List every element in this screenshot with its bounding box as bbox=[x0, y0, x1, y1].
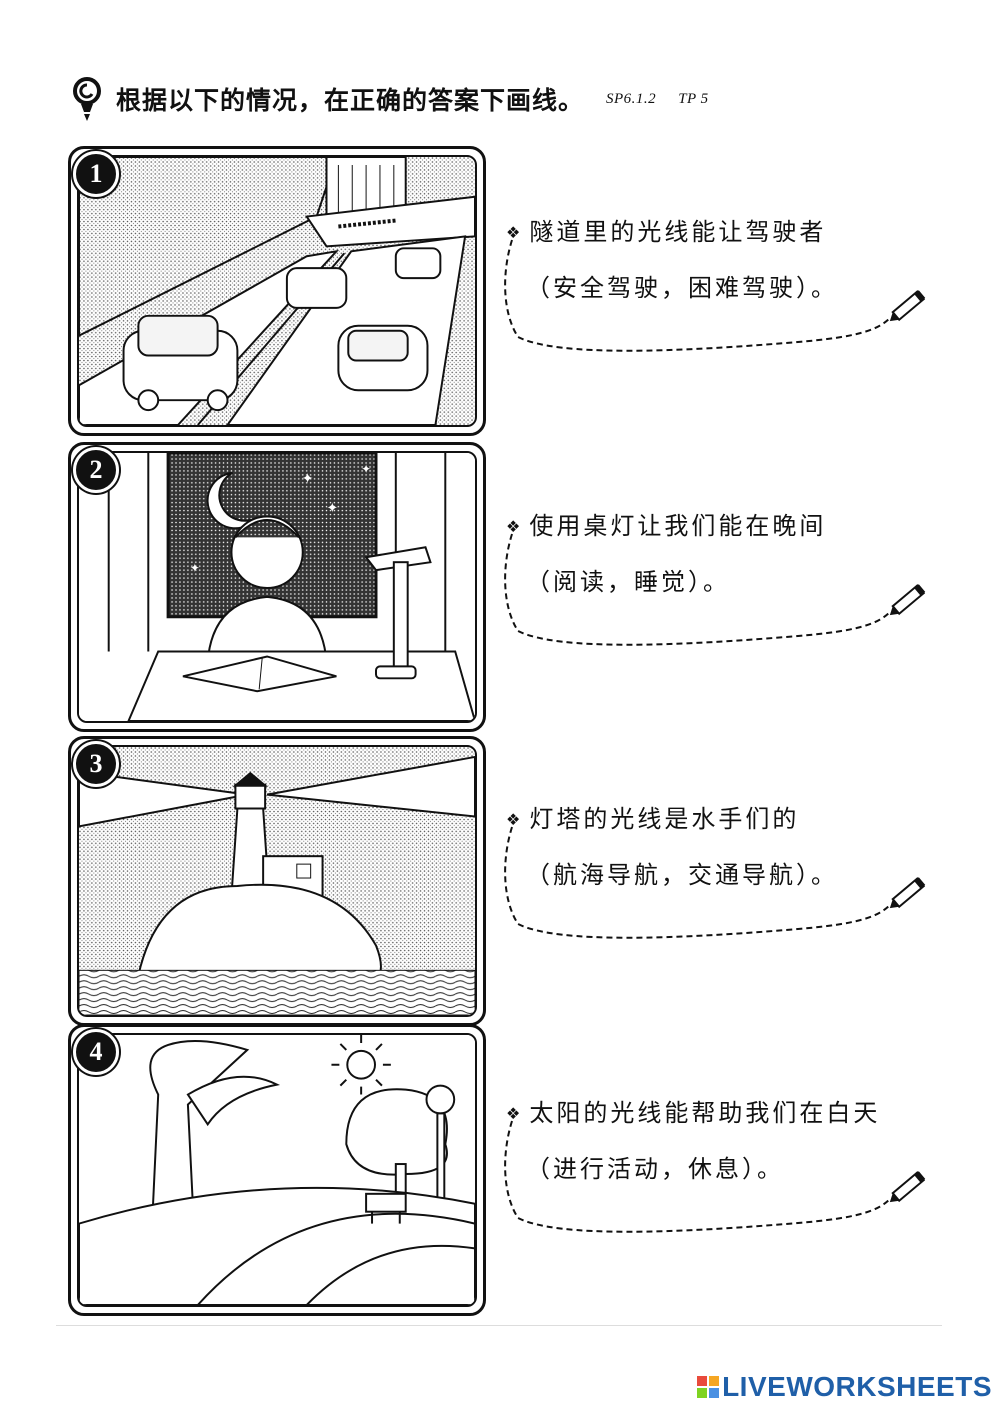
question-number: 1 bbox=[73, 151, 119, 197]
picture-panel-lighthouse: 3 bbox=[68, 736, 486, 1026]
standard-codes: SP6.1.2 TP 5 bbox=[606, 91, 731, 108]
footer-divider bbox=[56, 1325, 942, 1326]
pencil-icon bbox=[889, 290, 926, 322]
option-b[interactable]: 睡觉 bbox=[634, 568, 688, 596]
dashed-trail bbox=[504, 826, 891, 939]
liveworksheets-logo-icon bbox=[697, 1376, 720, 1398]
lighthouse-illustration bbox=[79, 747, 475, 1015]
lightbulb-icon bbox=[73, 77, 101, 121]
dashed-trail bbox=[504, 239, 891, 352]
option-a[interactable]: 安全驾驶 bbox=[553, 274, 661, 302]
tp-code: TP 5 bbox=[678, 90, 709, 107]
picture-panel-desk-lamp: 2 ✦ ✦ ✦ ✦ bbox=[68, 442, 486, 732]
separator: ， bbox=[661, 274, 688, 302]
question-number: 3 bbox=[73, 741, 119, 787]
prompt-text: 使用桌灯让我们能在晚间 bbox=[529, 512, 827, 540]
svg-text:✦: ✦ bbox=[361, 462, 371, 476]
option-b[interactable]: 困难驾驶 bbox=[688, 274, 796, 302]
answer-options: （进行活动，休息）。 bbox=[526, 1149, 784, 1184]
option-b[interactable]: 交通导航 bbox=[688, 861, 796, 889]
open-paren: （ bbox=[526, 861, 553, 889]
question-2: ❖ 使用桌灯让我们能在晚间 （阅读，睡觉）。 bbox=[498, 506, 958, 676]
diamond-bullet-icon: ❖ bbox=[506, 517, 524, 536]
question-prompt: ❖ 使用桌灯让我们能在晚间 bbox=[506, 506, 826, 541]
prompt-text: 太阳的光线能帮助我们在白天 bbox=[529, 1099, 881, 1127]
question-number: 2 bbox=[73, 447, 119, 493]
question-number: 4 bbox=[73, 1029, 119, 1075]
desk-lamp-illustration: ✦ ✦ ✦ ✦ bbox=[79, 453, 475, 721]
option-a[interactable]: 进行活动 bbox=[553, 1155, 661, 1183]
open-paren: （ bbox=[526, 1155, 553, 1183]
question-1: ❖ 隧道里的光线能让驾驶者 （安全驾驶，困难驾驶）。 bbox=[498, 212, 958, 382]
option-a[interactable]: 阅读 bbox=[553, 568, 607, 596]
picture-panel-tunnel: 1 bbox=[68, 146, 486, 436]
brand-name: LIVEWORKSHEETS bbox=[722, 1371, 992, 1402]
open-paren: （ bbox=[526, 568, 553, 596]
option-b[interactable]: 休息 bbox=[688, 1155, 742, 1183]
dashed-trail bbox=[504, 533, 891, 646]
dashed-trail bbox=[504, 1120, 891, 1233]
question-3: ❖ 灯塔的光线是水手们的 （航海导航，交通导航）。 bbox=[498, 799, 958, 969]
close-paren: ）。 bbox=[742, 1155, 784, 1183]
question-prompt: ❖ 隧道里的光线能让驾驶者 bbox=[506, 212, 826, 247]
pencil-icon bbox=[889, 584, 926, 616]
diamond-bullet-icon: ❖ bbox=[506, 810, 524, 829]
worksheet-header: 根据以下的情况，在正确的答案下画线。 SP6.1.2 TP 5 bbox=[72, 74, 792, 124]
pencil-icon bbox=[889, 877, 926, 909]
prompt-text: 隧道里的光线能让驾驶者 bbox=[529, 218, 827, 246]
sp-code: SP6.1.2 bbox=[606, 90, 657, 107]
close-paren: ）。 bbox=[796, 861, 838, 889]
brand-logo: LIVEWORKSHEETS bbox=[697, 1371, 992, 1403]
answer-options: （阅读，睡觉）。 bbox=[526, 562, 730, 597]
close-paren: ）。 bbox=[796, 274, 838, 302]
close-paren: ）。 bbox=[688, 568, 730, 596]
tunnel-illustration bbox=[79, 157, 475, 425]
option-a[interactable]: 航海导航 bbox=[553, 861, 661, 889]
open-paren: （ bbox=[526, 274, 553, 302]
diamond-bullet-icon: ❖ bbox=[506, 223, 524, 242]
answer-options: （航海导航，交通导航）。 bbox=[526, 855, 838, 890]
prompt-text: 灯塔的光线是水手们的 bbox=[529, 805, 800, 833]
answer-options: （安全驾驶，困难驾驶）。 bbox=[526, 268, 838, 303]
svg-text:✦: ✦ bbox=[327, 501, 339, 517]
svg-text:✦: ✦ bbox=[190, 561, 200, 575]
separator: ， bbox=[661, 861, 688, 889]
question-prompt: ❖ 太阳的光线能帮助我们在白天 bbox=[506, 1093, 880, 1128]
instruction-text: 根据以下的情况，在正确的答案下画线。 bbox=[116, 86, 585, 115]
question-prompt: ❖ 灯塔的光线是水手们的 bbox=[506, 799, 799, 834]
separator: ， bbox=[661, 1155, 688, 1183]
park-illustration bbox=[79, 1035, 475, 1305]
svg-text:✦: ✦ bbox=[302, 471, 314, 487]
picture-panel-park: 4 bbox=[68, 1024, 486, 1316]
separator: ， bbox=[607, 568, 634, 596]
diamond-bullet-icon: ❖ bbox=[506, 1104, 524, 1123]
question-4: ❖ 太阳的光线能帮助我们在白天 （进行活动，休息）。 bbox=[498, 1093, 958, 1263]
pencil-icon bbox=[889, 1171, 926, 1203]
